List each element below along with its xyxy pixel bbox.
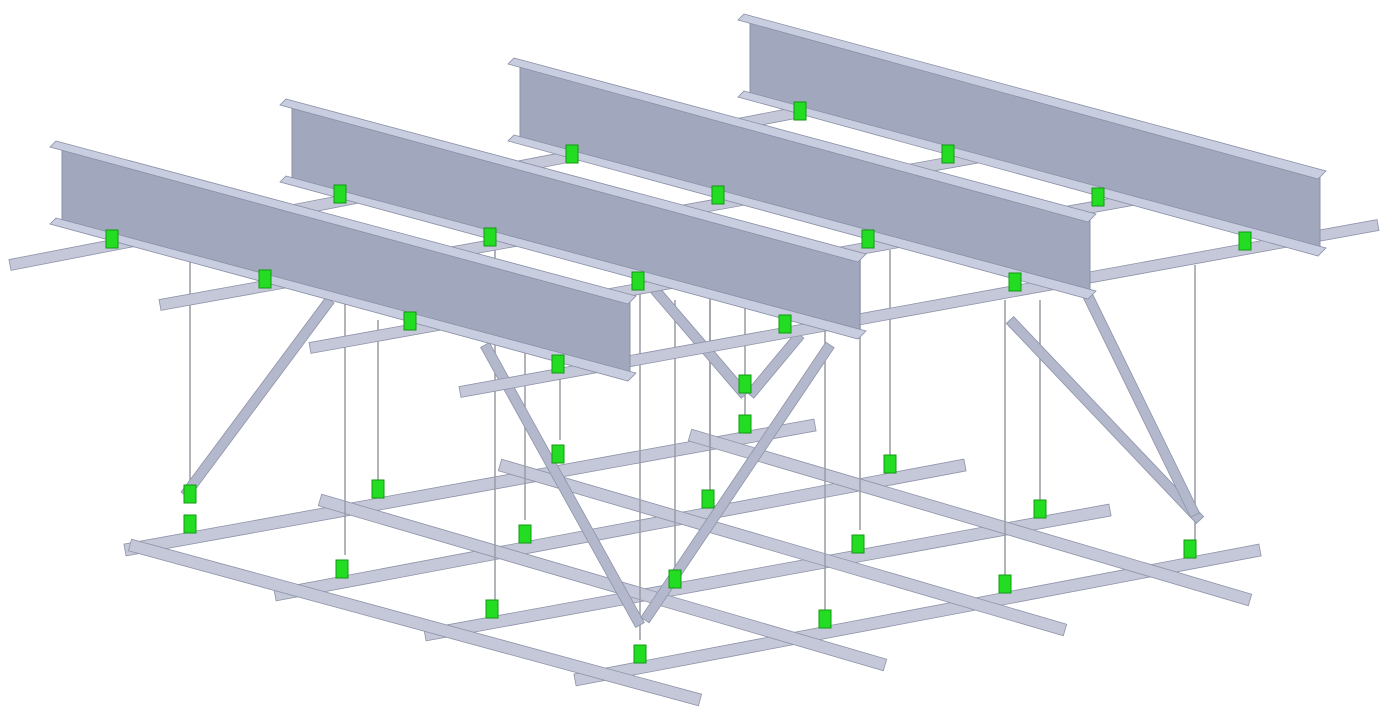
lower-cross-channel bbox=[317, 493, 888, 672]
green-clip bbox=[371, 479, 385, 499]
i-beam-bottom-flange bbox=[279, 175, 867, 340]
green-clip bbox=[551, 444, 565, 464]
green-clip bbox=[183, 484, 197, 504]
green-clip bbox=[778, 314, 792, 334]
green-clips bbox=[105, 101, 1252, 664]
green-clip bbox=[1091, 187, 1105, 207]
green-clip bbox=[1183, 539, 1197, 559]
green-clip bbox=[105, 229, 119, 249]
diagonal-braces bbox=[180, 286, 1205, 628]
green-clip bbox=[818, 609, 832, 629]
green-clip bbox=[861, 229, 875, 249]
i-beam-top-flange bbox=[737, 13, 1327, 180]
i-beam-top-flange bbox=[279, 98, 867, 263]
lower-main-channel bbox=[423, 503, 1112, 642]
lower-cross-channel bbox=[687, 428, 1253, 607]
green-clip bbox=[1033, 499, 1047, 519]
diagonal-brace bbox=[480, 342, 645, 628]
diagonal-brace bbox=[1079, 287, 1201, 518]
green-clip bbox=[551, 354, 565, 374]
green-clip bbox=[183, 514, 197, 534]
green-clip bbox=[793, 101, 807, 121]
green-clip bbox=[998, 574, 1012, 594]
diagonal-brace bbox=[640, 341, 835, 624]
green-clip bbox=[1008, 272, 1022, 292]
lower-main-channel bbox=[573, 543, 1262, 687]
lower-main-channel bbox=[273, 458, 967, 602]
green-clip bbox=[258, 269, 272, 289]
green-clip bbox=[668, 569, 682, 589]
i-beam-bottom-flange bbox=[49, 217, 637, 382]
diagonal-brace bbox=[745, 331, 805, 399]
green-clip bbox=[565, 144, 579, 164]
i-beam-top-flange bbox=[49, 140, 637, 305]
green-clip bbox=[701, 489, 715, 509]
green-clip bbox=[1238, 231, 1252, 251]
lower-grid bbox=[123, 418, 1262, 707]
diagonal-brace bbox=[1005, 315, 1205, 525]
i-beam-bottom-flange bbox=[507, 134, 1097, 300]
green-clip bbox=[518, 524, 532, 544]
green-clip bbox=[333, 184, 347, 204]
green-clip bbox=[711, 185, 725, 205]
i-beam-bottom-flange bbox=[737, 90, 1327, 257]
green-clip bbox=[335, 559, 349, 579]
green-clip bbox=[631, 271, 645, 291]
green-clip bbox=[738, 374, 752, 394]
i-beam-top-flange bbox=[507, 57, 1097, 223]
green-clip bbox=[851, 534, 865, 554]
green-clip bbox=[883, 454, 897, 474]
green-clip bbox=[738, 414, 752, 434]
green-clip bbox=[403, 311, 417, 331]
lower-cross-channel bbox=[127, 538, 703, 707]
green-clip bbox=[941, 144, 955, 164]
diagonal-brace bbox=[180, 296, 335, 499]
green-clip bbox=[485, 599, 499, 619]
lower-main-channel bbox=[123, 418, 817, 557]
i-beams bbox=[49, 13, 1327, 382]
green-clip bbox=[633, 644, 647, 664]
green-clip bbox=[483, 227, 497, 247]
hanger-rods bbox=[189, 240, 1196, 640]
